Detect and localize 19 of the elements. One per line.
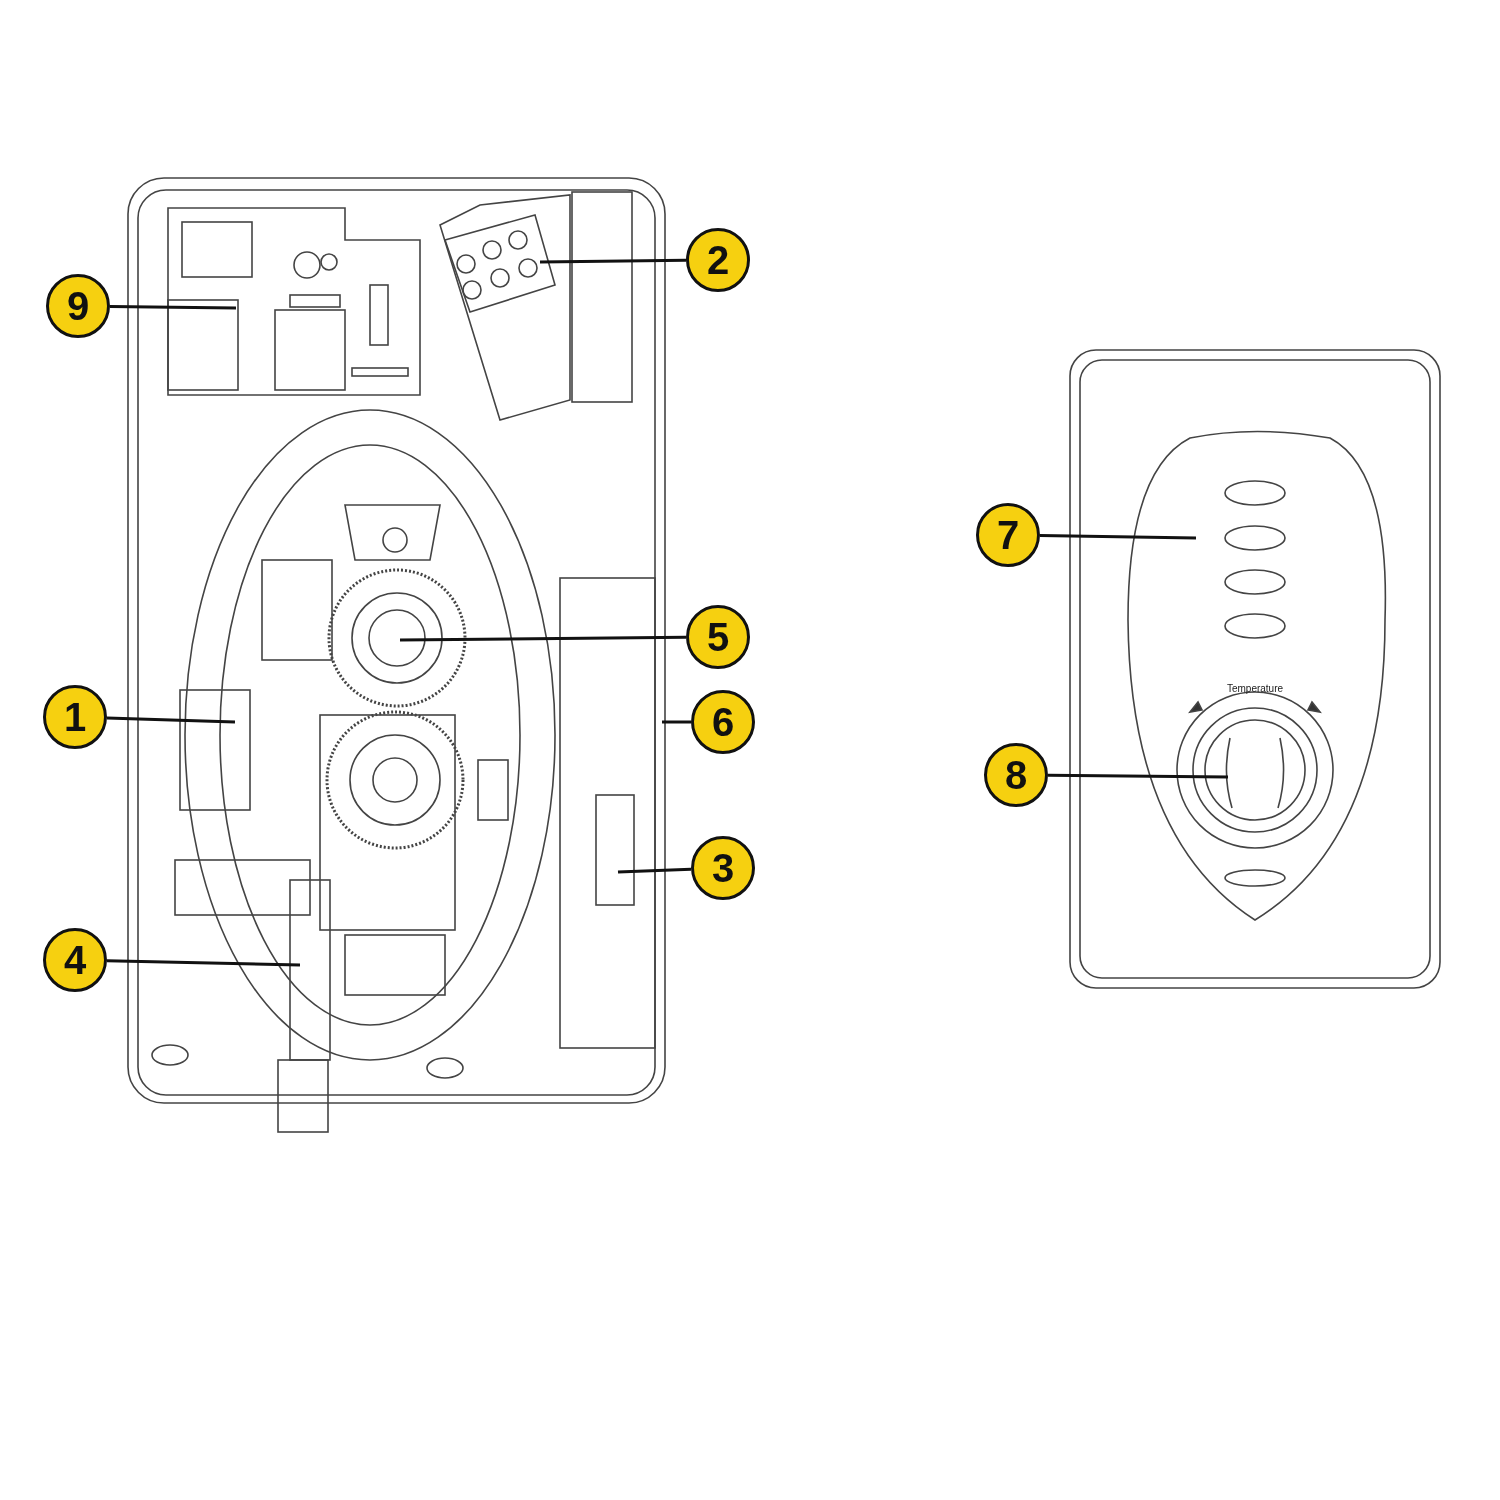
callout-number: 9 [46,274,110,338]
callout-number: 5 [686,605,750,669]
leader-line [540,258,686,264]
leader-line [110,304,237,310]
leader-line [400,635,686,642]
leader-line [106,716,236,724]
leader-line [1048,773,1228,779]
leader-line [662,720,691,724]
dial-label: Temperature [1226,682,1284,694]
leader-line [106,959,301,967]
callout-number: 7 [976,503,1040,567]
callout-number: 4 [43,928,107,992]
callout-number: 1 [43,685,107,749]
callout-number: 2 [686,228,750,292]
leader-line [617,867,692,874]
leader-line [1039,534,1197,540]
callout-number: 8 [984,743,1048,807]
callout-number: 3 [691,836,755,900]
callout-number: 6 [691,690,755,754]
